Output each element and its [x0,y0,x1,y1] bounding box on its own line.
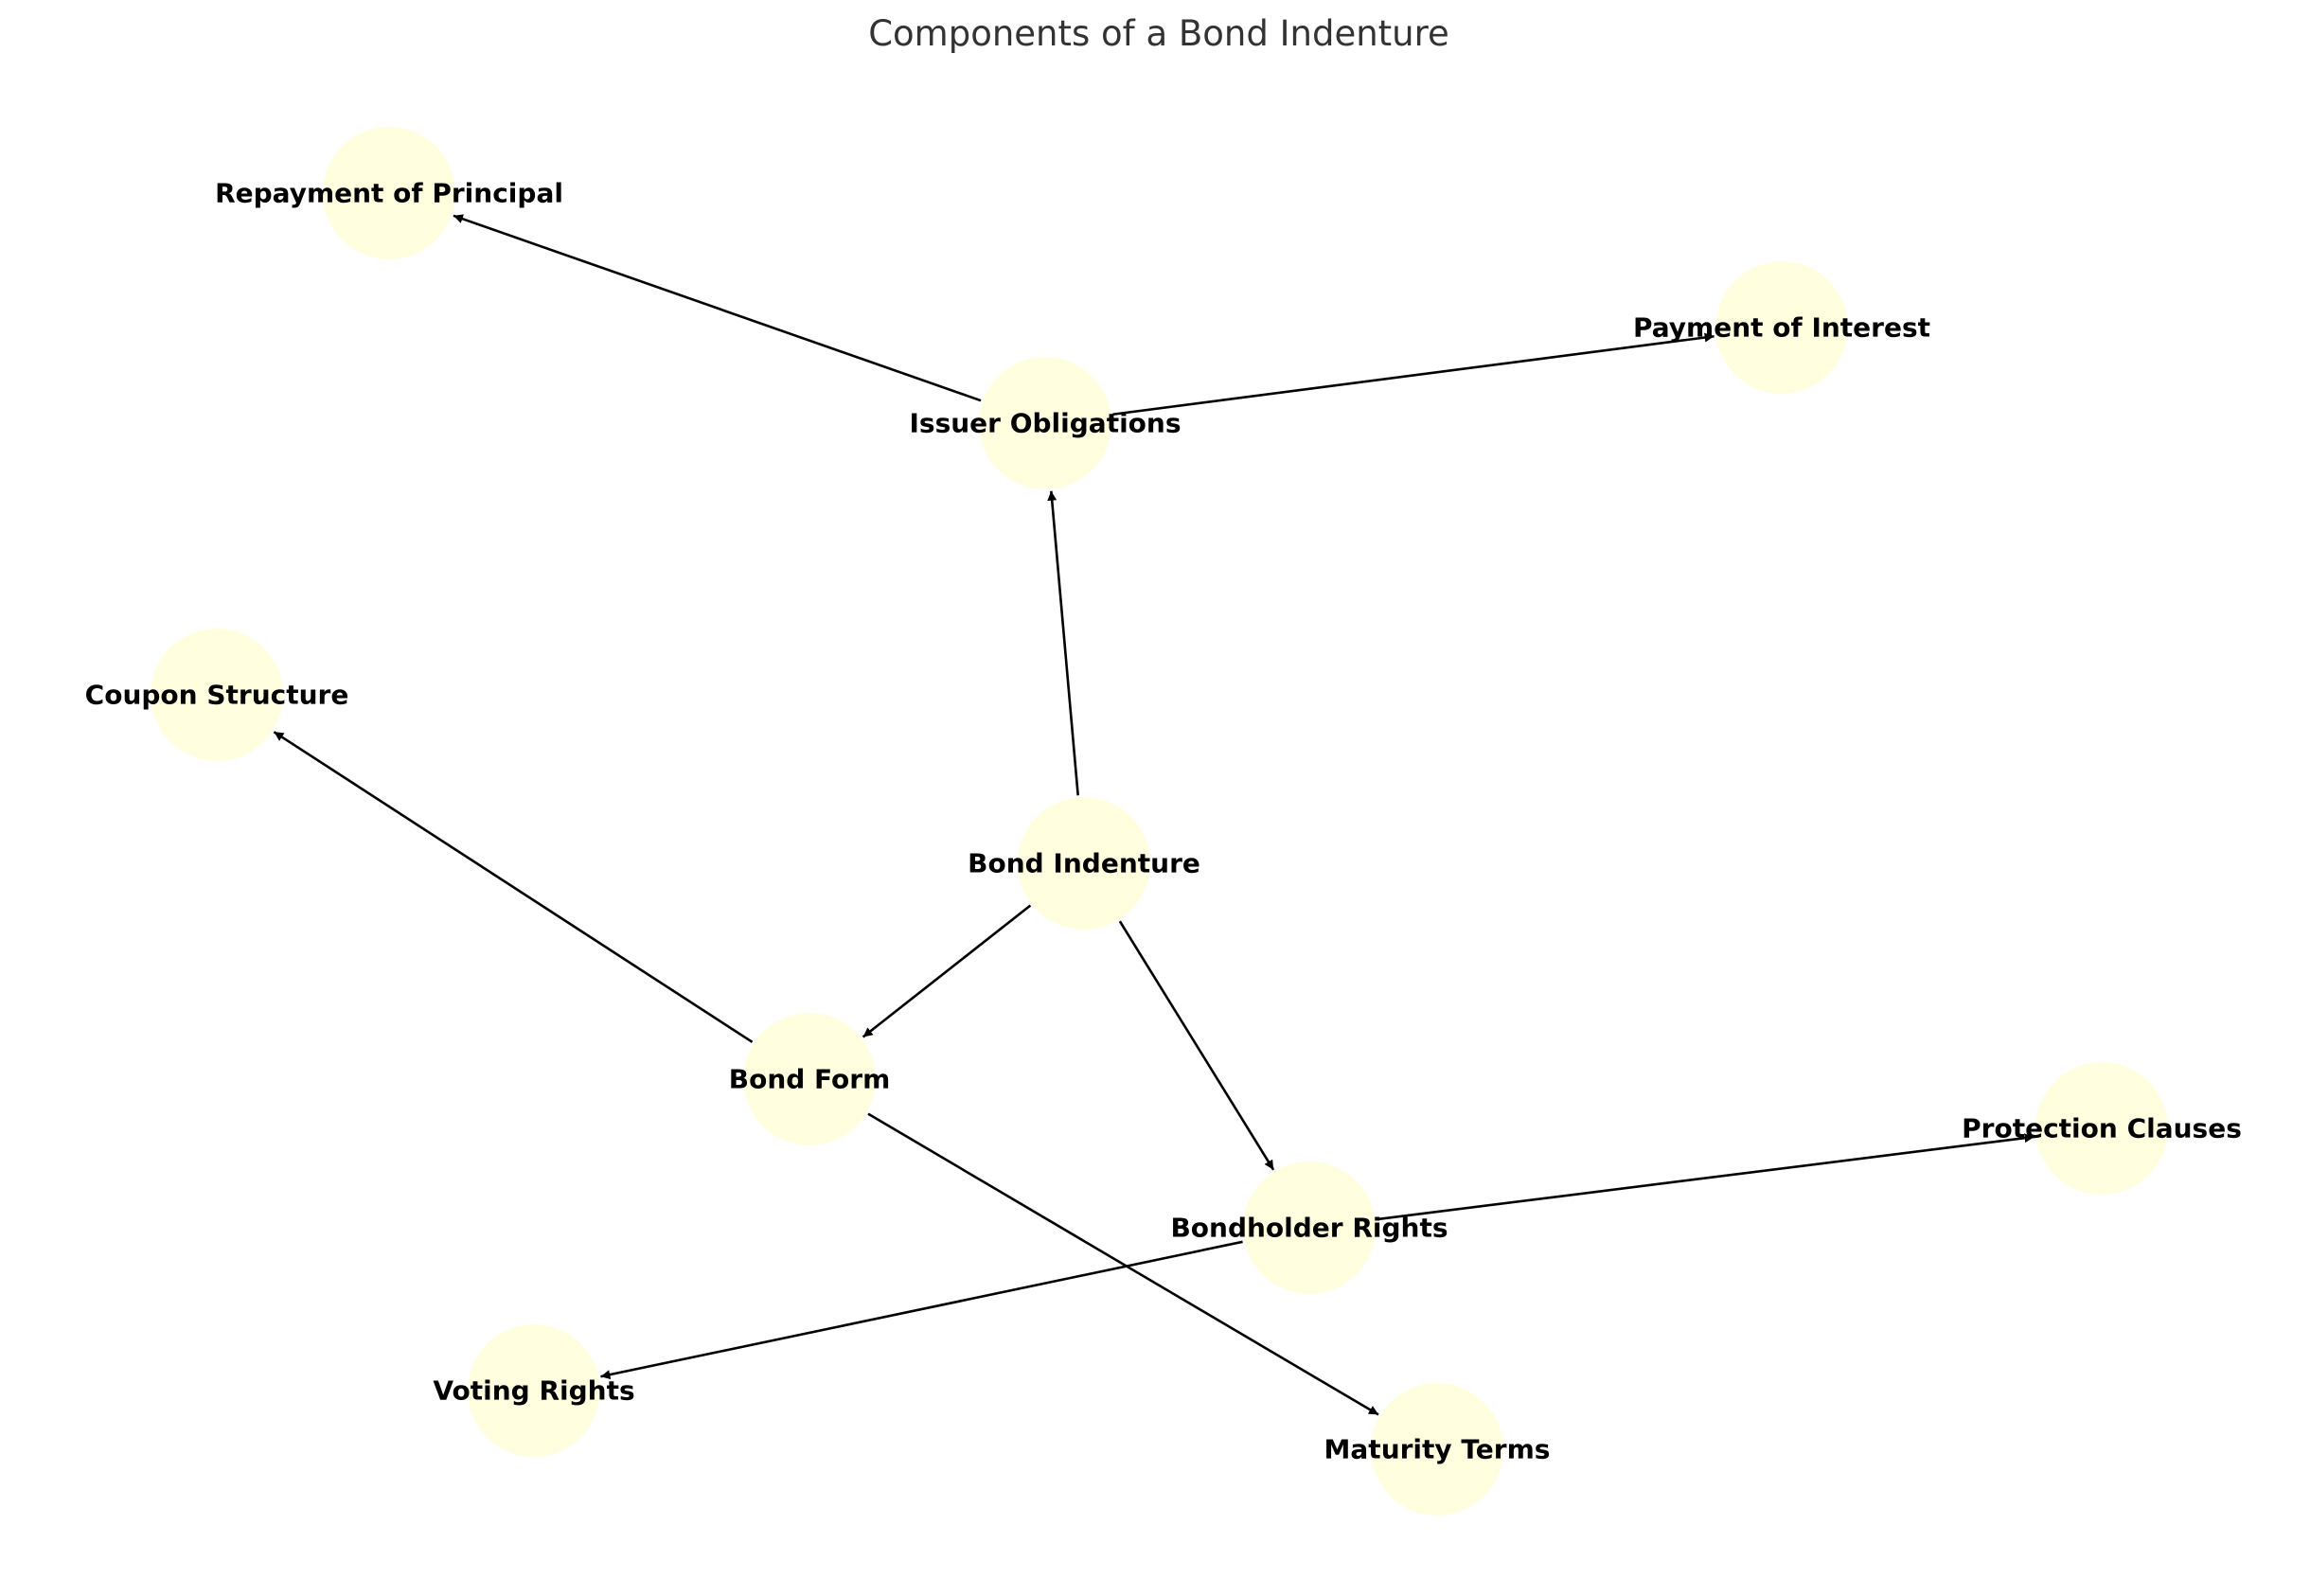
node-label: Bond Indenture [968,848,1200,879]
edge-bondholder-rights-to-voting-rights [600,1240,1243,1380]
node-label: Protection Clauses [1962,1113,2242,1144]
edge-bondholder-rights-to-protection-clauses [1377,1133,2035,1221]
node-circle [1715,261,1848,394]
node-circle [1018,797,1150,930]
node-circle [2035,1062,2168,1195]
edges-layer [273,214,2035,1416]
node-circle [468,1324,600,1457]
node-label: Bond Form [729,1064,891,1095]
node-label: Coupon Structure [85,680,349,711]
node-label: Bondholder Rights [1170,1213,1448,1244]
node-coupon-structure: Coupon Structure [85,629,349,761]
node-label: Payment of Interest [1633,312,1930,344]
nodes-layer: Bond Indenture Issuer Obligations Repaymen… [85,127,2242,1516]
node-label: Maturity Terms [1324,1434,1551,1465]
node-circle [1243,1162,1376,1294]
edge-bond-indenture-to-bondholder-rights [1118,920,1275,1171]
node-maturity-terms: Maturity Terms [1324,1383,1551,1516]
node-bondholder-rights: Bondholder Rights [1170,1162,1448,1294]
node-voting-rights: Voting Rights [433,1324,635,1457]
node-circle [151,629,283,761]
node-circle [979,357,1111,489]
edge-issuer-obligations-to-repayment-of-principal [453,214,982,402]
node-label: Repayment of Principal [215,178,563,209]
edge-issuer-obligations-to-payment-of-interest [1112,332,1715,417]
edge-bond-form-to-coupon-structure [273,731,754,1043]
diagram-title: Components of a Bond Indenture [868,13,1449,54]
node-issuer-obligations: Issuer Obligations [909,357,1182,489]
node-bond-indenture: Bond Indenture [968,797,1200,930]
node-label: Voting Rights [433,1375,634,1407]
node-circle [1371,1383,1503,1516]
edge-bond-form-to-maturity-terms [867,1112,1379,1416]
node-bond-form: Bond Form [729,1013,891,1145]
node-circle [743,1013,876,1145]
node-payment-of-interest: Payment of Interest [1633,261,1930,394]
node-repayment-of-principal: Repayment of Principal [215,127,563,259]
edge-bond-indenture-to-bond-form [862,904,1032,1038]
node-circle [323,127,455,259]
node-label: Issuer Obligations [909,408,1181,439]
node-protection-clauses: Protection Clauses [1962,1062,2242,1195]
edge-bond-indenture-to-issuer-obligations [1047,490,1079,796]
